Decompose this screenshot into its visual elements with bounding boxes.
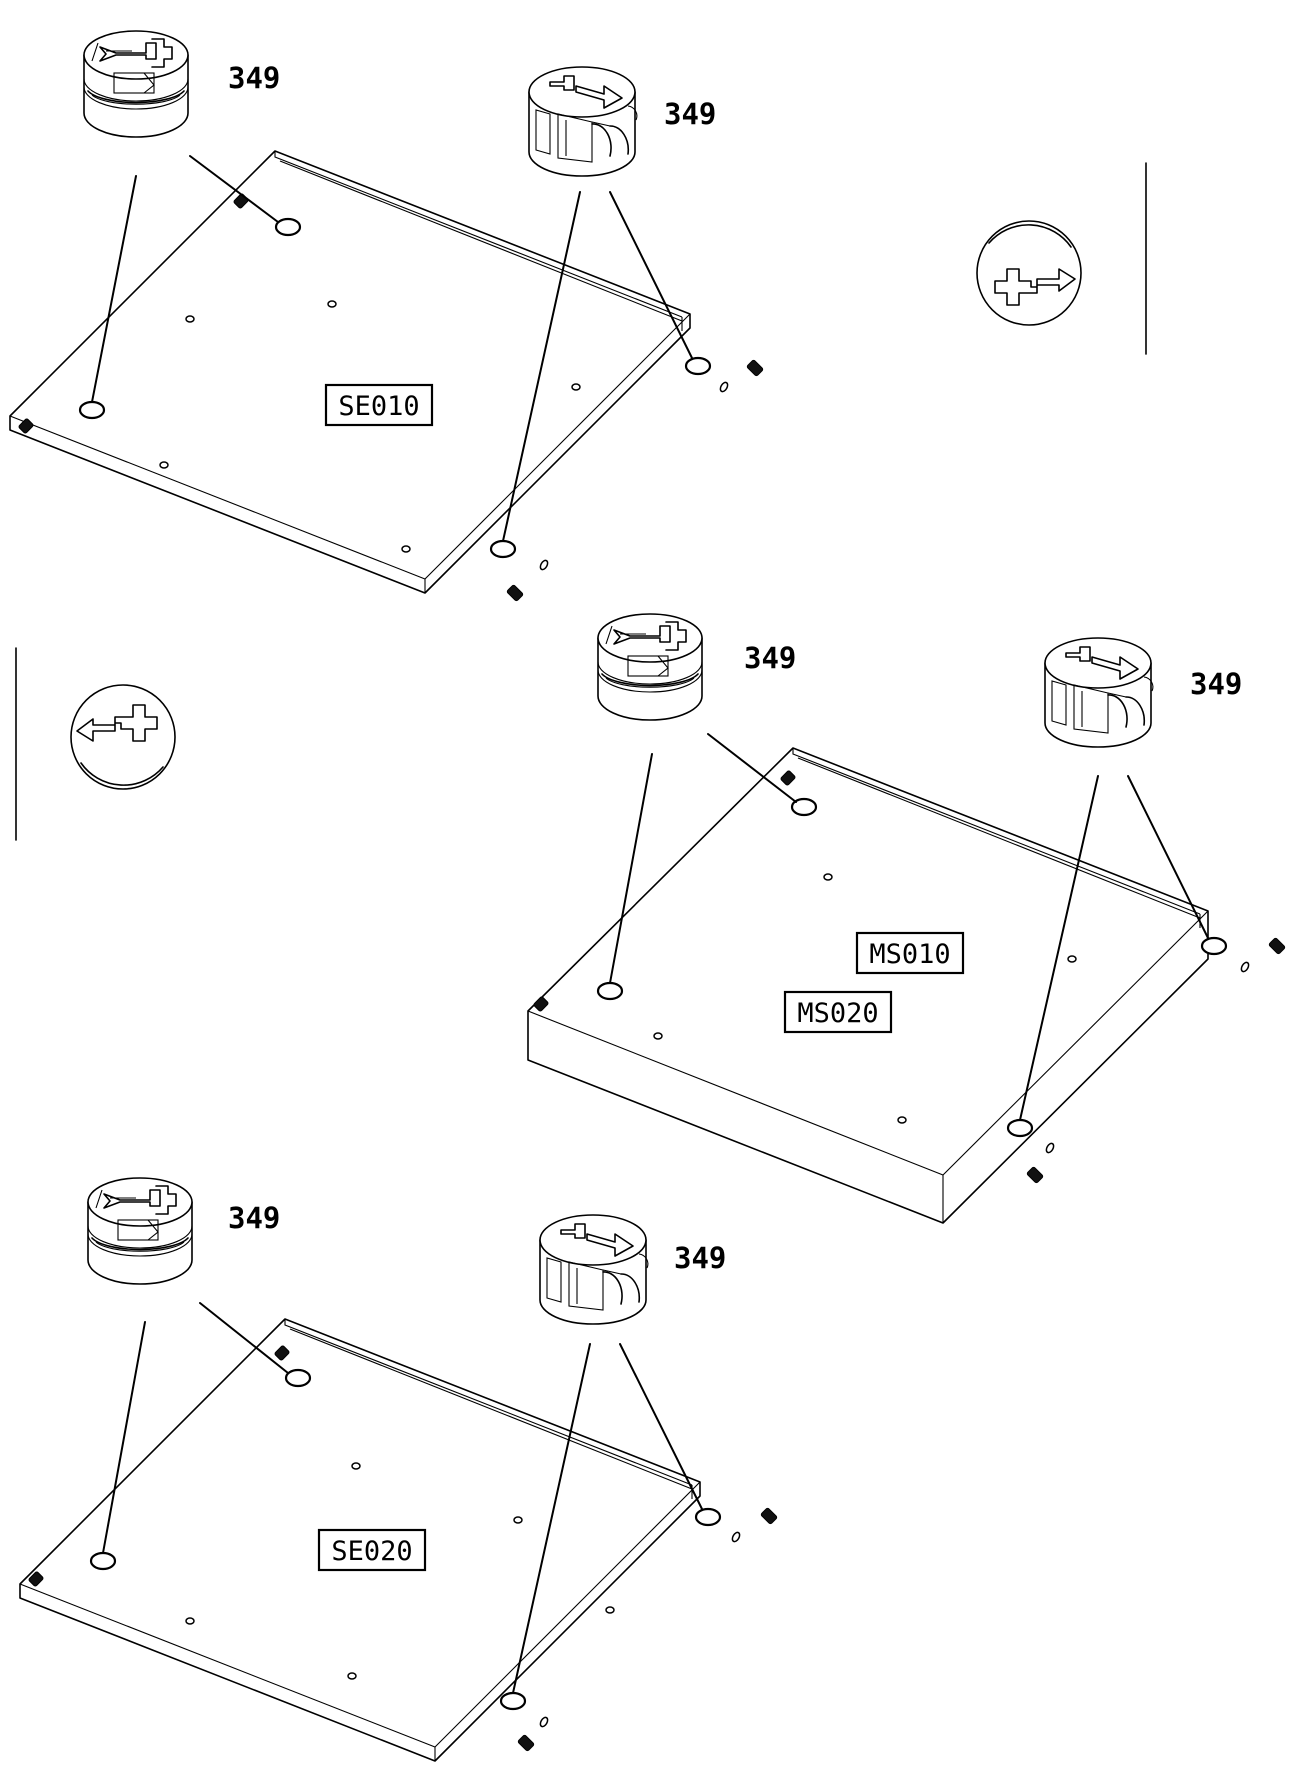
cam-hole bbox=[284, 1368, 312, 1388]
part-number-label: 349 bbox=[228, 1201, 280, 1235]
part-number-label: 349 bbox=[1190, 667, 1242, 701]
panel-se020-group: SE020 349 349 bbox=[19, 1177, 778, 1762]
dowel bbox=[760, 1507, 778, 1525]
svg-text:MS020: MS020 bbox=[797, 998, 878, 1029]
panel-se010 bbox=[9, 150, 691, 594]
cam-hole bbox=[89, 1551, 117, 1571]
cam-hole bbox=[274, 217, 302, 237]
panel-label-se020: SE020 bbox=[317, 1528, 427, 1572]
dowel bbox=[274, 1345, 290, 1361]
dowel bbox=[780, 770, 796, 786]
dowel bbox=[28, 1571, 44, 1587]
cam-fitting bbox=[539, 1214, 649, 1325]
cam-hole bbox=[596, 981, 624, 1001]
cam-hole bbox=[694, 1507, 722, 1527]
cam-hole bbox=[684, 356, 712, 376]
dowel bbox=[18, 418, 34, 434]
cam-hole bbox=[499, 1691, 527, 1711]
dowel bbox=[506, 584, 524, 602]
panel-label-ms020: MS020 bbox=[783, 990, 893, 1034]
cam-hole bbox=[489, 539, 517, 559]
orientation-icon-right bbox=[976, 162, 1147, 355]
panel-ms010-group: MS010 MS020 349 349 bbox=[527, 613, 1286, 1224]
cam-fitting bbox=[597, 613, 703, 721]
svg-text:MS010: MS010 bbox=[869, 939, 950, 970]
dowel bbox=[1026, 1166, 1044, 1184]
part-number-label: 349 bbox=[744, 641, 796, 675]
cam-fitting bbox=[87, 1177, 193, 1285]
part-number-label: 349 bbox=[674, 1241, 726, 1275]
cam-fitting bbox=[1044, 637, 1154, 748]
part-number-label: 349 bbox=[664, 97, 716, 131]
svg-text:SE010: SE010 bbox=[338, 391, 419, 422]
cam-hole bbox=[78, 400, 106, 420]
panel-se010-group: SE010 349 349 bbox=[9, 30, 764, 602]
cam-hole bbox=[1006, 1118, 1034, 1138]
cam-hole bbox=[1200, 936, 1228, 956]
dowel bbox=[533, 996, 549, 1012]
cam-hole bbox=[790, 797, 818, 817]
dowel bbox=[746, 359, 764, 377]
panel-label-ms010: MS010 bbox=[855, 931, 965, 975]
svg-text:SE020: SE020 bbox=[331, 1536, 412, 1567]
panel-ms010 bbox=[527, 747, 1209, 1224]
cam-fitting bbox=[528, 66, 638, 177]
cam-fitting bbox=[83, 30, 189, 138]
dowel bbox=[1268, 937, 1286, 955]
dowel bbox=[517, 1734, 535, 1752]
orientation-icon-left bbox=[15, 647, 176, 841]
panel-label-se010: SE010 bbox=[324, 383, 434, 427]
part-number-label: 349 bbox=[228, 61, 280, 95]
